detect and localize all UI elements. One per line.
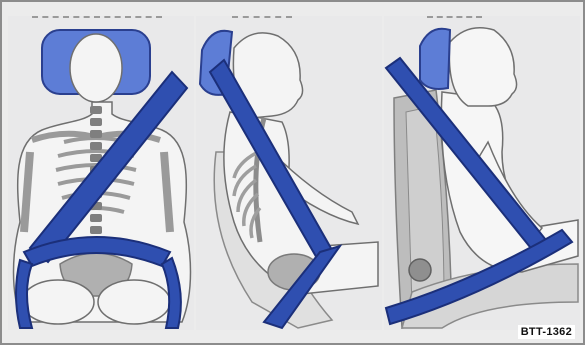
side-seated-figure [386,28,578,328]
side-skeleton-figure [200,31,378,328]
reference-code: BTT-1362 [518,325,575,339]
front-figure [14,30,191,328]
